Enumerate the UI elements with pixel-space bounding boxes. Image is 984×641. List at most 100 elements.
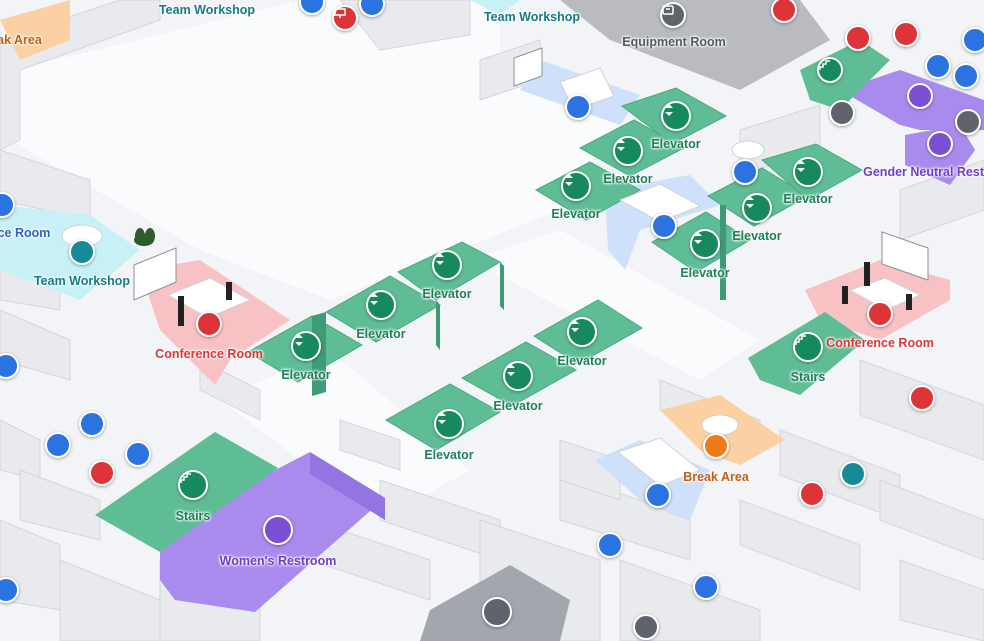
label-elevator[interactable]: Elevator: [551, 207, 601, 221]
monitor-icon[interactable]: [125, 441, 151, 467]
label-elevator[interactable]: Elevator: [732, 229, 782, 243]
elevator-icon[interactable]: [561, 171, 591, 201]
label-break-area[interactable]: eak Area: [0, 33, 42, 47]
restroom-icon[interactable]: [263, 515, 293, 545]
label-stairs[interactable]: Stairs: [790, 370, 826, 384]
equipment-box-icon[interactable]: [482, 597, 512, 627]
label-elevator[interactable]: Elevator: [680, 266, 730, 280]
monitor-icon[interactable]: [0, 577, 19, 603]
equipment-box-icon[interactable]: [829, 100, 855, 126]
elevator-wall: [312, 312, 326, 396]
desk-table: [616, 437, 701, 487]
printer-icon[interactable]: [633, 614, 659, 640]
monitor-icon[interactable]: [597, 532, 623, 558]
label-equipment-room[interactable]: Equipment Room: [622, 35, 726, 49]
people-icon[interactable]: [732, 159, 758, 185]
monitor-icon[interactable]: [962, 27, 984, 53]
wall-block: [899, 559, 984, 641]
person-figure: [178, 296, 184, 326]
label-elevator[interactable]: Elevator: [651, 137, 701, 151]
whiteboard: [133, 247, 177, 301]
label-elevator[interactable]: Elevator: [281, 368, 331, 382]
monitor-icon[interactable]: [332, 5, 358, 31]
plant-decoration: [134, 228, 155, 246]
monitor-icon[interactable]: [925, 53, 951, 79]
open-floor-corridor: [470, 230, 760, 380]
label-team-workshop[interactable]: Team Workshop: [33, 274, 131, 288]
people-icon[interactable]: [645, 482, 671, 508]
label-elevator[interactable]: Elevator: [557, 354, 607, 368]
monitor-icon[interactable]: [845, 25, 871, 51]
label-stairs[interactable]: Stairs: [175, 509, 211, 523]
stairs-icon[interactable]: [793, 332, 823, 362]
elevator-icon[interactable]: [291, 331, 321, 361]
zone-stairs-top-right: [800, 40, 890, 110]
label-elevator[interactable]: Elevator: [783, 192, 833, 206]
label-conference-room[interactable]: ce Room: [0, 226, 51, 240]
wall-block: [739, 499, 861, 591]
monitor-icon[interactable]: [89, 460, 115, 486]
conference-table: [166, 277, 252, 319]
conference-people-icon[interactable]: [867, 301, 893, 327]
conference-people-icon[interactable]: [196, 311, 222, 337]
wall-block: [559, 469, 691, 561]
elevator-icon[interactable]: [434, 409, 464, 439]
elevator-icon[interactable]: [432, 250, 462, 280]
label-team-workshop[interactable]: Team Workshop: [158, 3, 256, 17]
monitor-icon[interactable]: [45, 432, 71, 458]
label-elevator[interactable]: Elevator: [356, 327, 406, 341]
elevator-icon[interactable]: [503, 361, 533, 391]
person-figure: [842, 286, 848, 304]
monitor-icon[interactable]: [359, 0, 385, 17]
equipment-box-icon[interactable]: [955, 109, 981, 135]
workshop-icon[interactable]: [840, 461, 866, 487]
workshop-icon[interactable]: [69, 239, 95, 265]
stairs-icon[interactable]: [817, 57, 843, 83]
stairs-icon[interactable]: [178, 470, 208, 500]
monitor-icon[interactable]: [693, 574, 719, 600]
monitor-icon[interactable]: [953, 63, 979, 89]
label-elevator[interactable]: Elevator: [493, 399, 543, 413]
restroom-icon[interactable]: [927, 131, 953, 157]
wall-block: [59, 559, 161, 641]
elevator-icon[interactable]: [366, 290, 396, 320]
monitor-icon[interactable]: [909, 385, 935, 411]
label-elevator[interactable]: Elevator: [424, 448, 474, 462]
person-figure: [226, 282, 232, 300]
monitor-icon[interactable]: [893, 21, 919, 47]
elevator-icon[interactable]: [661, 101, 691, 131]
elevator-wall: [436, 300, 440, 350]
label-gender-neutral-restroom[interactable]: Gender Neutral Restr: [863, 165, 984, 179]
elevator-icon[interactable]: [793, 157, 823, 187]
monitor-icon[interactable]: [79, 411, 105, 437]
wall-block: [339, 419, 401, 471]
elevator-icon[interactable]: [742, 193, 772, 223]
elevator-wall: [500, 262, 504, 310]
label-elevator[interactable]: Elevator: [422, 287, 472, 301]
fork-knife-icon[interactable]: [703, 433, 729, 459]
equipment-box-icon[interactable]: [660, 2, 686, 28]
zone-womens-restroom-wall: [310, 452, 385, 520]
label-elevator[interactable]: Elevator: [603, 172, 653, 186]
monitor-icon[interactable]: [799, 481, 825, 507]
round-table: [701, 414, 739, 436]
open-floor-area: [10, 0, 620, 300]
elevator-icon[interactable]: [567, 317, 597, 347]
label-conference-room[interactable]: Conference Room: [826, 336, 934, 350]
monitor-icon[interactable]: [0, 353, 19, 379]
zone-break-area-top-left: [0, 0, 70, 60]
restroom-icon[interactable]: [907, 83, 933, 109]
people-icon[interactable]: [651, 213, 677, 239]
people-icon[interactable]: [565, 94, 591, 120]
elevator-icon[interactable]: [613, 136, 643, 166]
wall-block: [879, 479, 984, 561]
label-break-area[interactable]: Break Area: [683, 470, 749, 484]
label-womens-restroom[interactable]: Women's Restroom: [219, 554, 337, 568]
elevator-icon[interactable]: [690, 229, 720, 259]
label-team-workshop[interactable]: Team Workshop: [483, 10, 581, 24]
label-conference-room[interactable]: Conference Room: [155, 347, 263, 361]
monitor-icon[interactable]: [771, 0, 797, 23]
person-figure: [906, 294, 912, 310]
